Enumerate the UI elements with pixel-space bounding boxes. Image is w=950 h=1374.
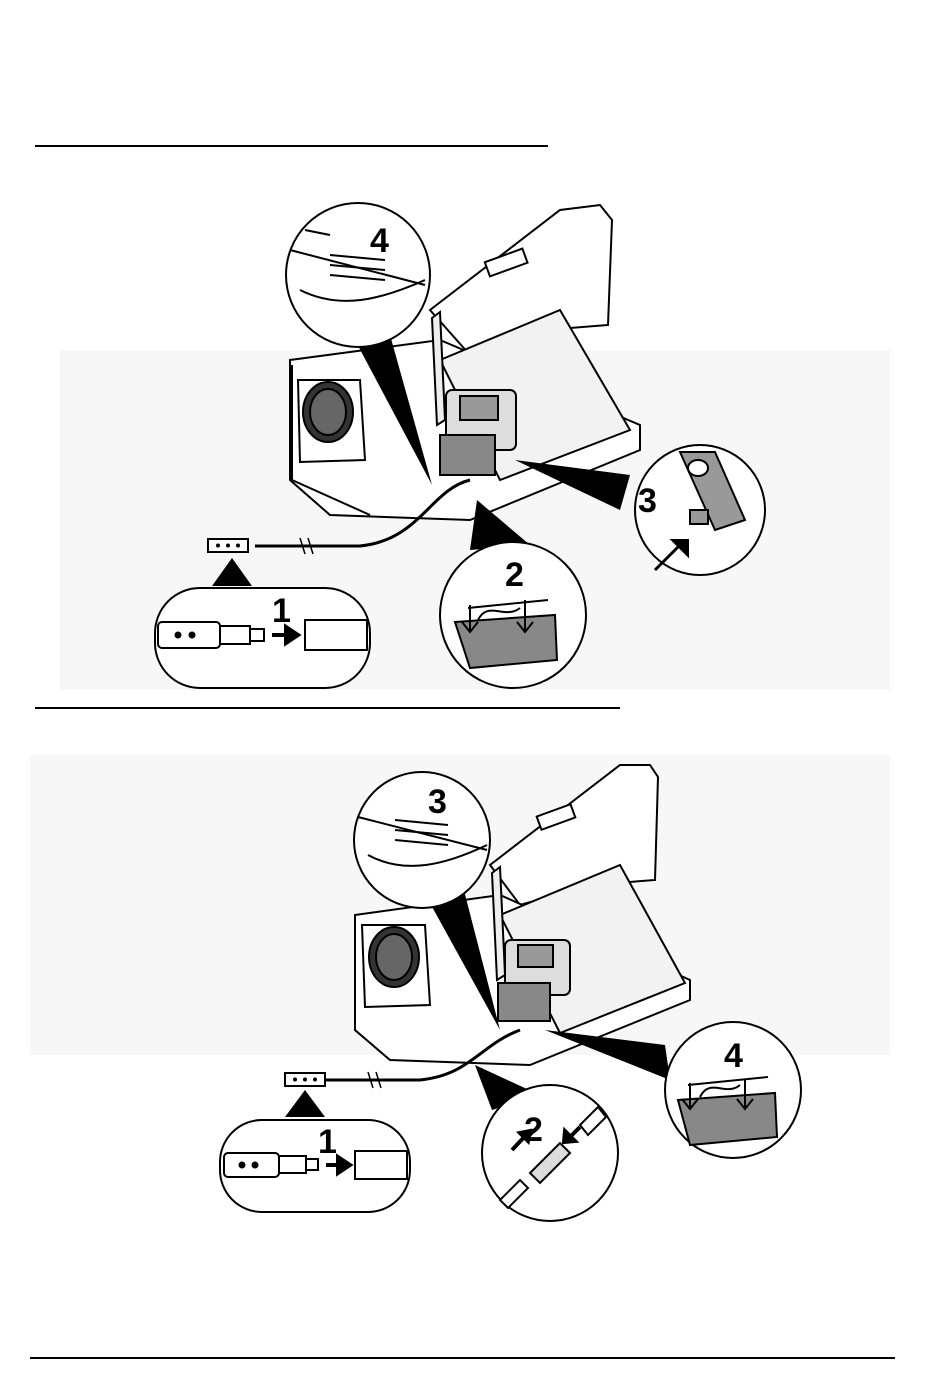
detail-4 bbox=[286, 203, 430, 347]
figure-2-svg: 1 2 3 4 bbox=[0, 755, 950, 1225]
figure-2-installation-illustration: 1 2 3 4 bbox=[0, 755, 950, 1225]
detail-3 bbox=[354, 772, 490, 908]
callout-number-4: 4 bbox=[370, 222, 389, 260]
section-rule-top bbox=[35, 145, 548, 147]
callout-number-2: 2 bbox=[505, 556, 524, 594]
callout-number-2: 2 bbox=[524, 1111, 543, 1149]
callout-number-1: 1 bbox=[272, 592, 291, 630]
detail-2 bbox=[482, 1085, 618, 1221]
figure-1-installation-illustration: 1 2 3 4 bbox=[0, 190, 950, 700]
callout-number-3: 3 bbox=[428, 783, 447, 821]
callout-number-1: 1 bbox=[318, 1123, 337, 1161]
detail-1 bbox=[155, 588, 370, 688]
callout-number-4: 4 bbox=[724, 1037, 743, 1075]
callout-number-3: 3 bbox=[638, 482, 657, 520]
section-rule-middle bbox=[35, 707, 620, 709]
figure-1-svg: 1 2 3 4 bbox=[0, 190, 950, 700]
footer-rule bbox=[30, 1357, 895, 1359]
detail-1 bbox=[220, 1120, 410, 1212]
callout-1-pointer bbox=[285, 1090, 325, 1117]
